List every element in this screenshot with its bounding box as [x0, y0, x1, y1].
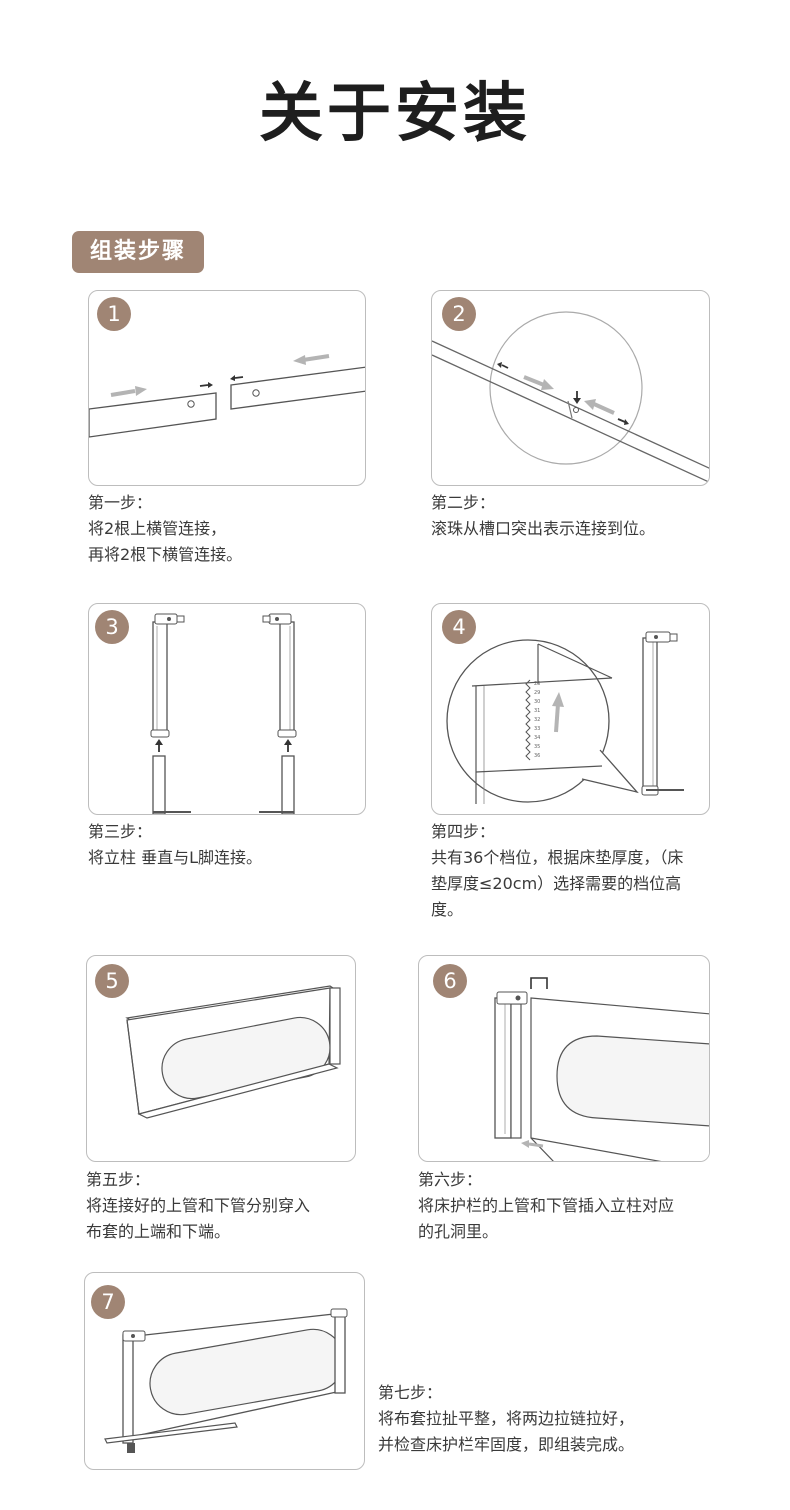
arrow-up-icon: [552, 692, 564, 733]
step-5-cover-diagram: [125, 985, 341, 1119]
arrow-right-icon: [110, 386, 147, 397]
scale-tick-label: 36: [534, 753, 540, 759]
left-post: [150, 613, 191, 814]
small-arrow-left-icon: [230, 375, 244, 381]
arrow-up-icon: [155, 739, 163, 752]
step-3-post-diagram: [150, 613, 297, 814]
step-2-line-1: 滚珠从槽口突出表示连接到位。: [431, 519, 656, 538]
step-6-number: 6: [433, 964, 467, 998]
step-5-line-1: 将连接好的上管和下管分别穿入: [86, 1196, 311, 1215]
step-6-line-1: 将床护栏的上管和下管插入立柱对应: [418, 1196, 675, 1215]
step-6-line-2: 的孔洞里。: [418, 1222, 499, 1241]
step-2-heading: 第二步：: [431, 493, 496, 512]
step-7-finished-rail-diagram: [104, 1308, 348, 1453]
step-7-line-1: 将布套拉扯平整，将两边拉链拉好，: [378, 1409, 635, 1428]
step-7-heading: 第七步：: [378, 1383, 443, 1402]
side-post: [641, 631, 684, 796]
arrow-left-icon: [293, 354, 330, 365]
scale-tick-label: 32: [534, 717, 540, 723]
arrow-right-icon: [523, 375, 554, 390]
arrow-left-icon: [521, 1140, 544, 1148]
scale-tick-label: 29: [534, 690, 540, 696]
section-label-badge: 组装步骤: [72, 231, 204, 273]
step-6-illustration: 6: [418, 955, 710, 1162]
step-3-line-1: 将立柱 垂直与L脚连接。: [88, 848, 263, 867]
step-3-illustration: 3: [88, 603, 366, 815]
small-arrow-right-icon: [617, 418, 629, 425]
step-1-line-2: 再将2根下横管连接。: [88, 545, 243, 564]
page-title: 关于安装: [259, 77, 531, 151]
step-6-heading: 第六步：: [418, 1170, 483, 1189]
arrow-down-icon: [573, 391, 581, 404]
small-arrow-left-icon: [497, 362, 509, 369]
step-4-height-diagram: 28 29 30 31 32 33 34 35 36: [446, 631, 684, 804]
step-6-caption: 第六步： 将床护栏的上管和下管插入立柱对应 的孔洞里。: [418, 1167, 674, 1245]
step-1-caption: 第一步： 将2根上横管连接， 再将2根下横管连接。: [88, 490, 242, 568]
step-3-caption: 第三步： 将立柱 垂直与L脚连接。: [88, 819, 262, 871]
step-2-zoom-diagram: [432, 311, 709, 483]
step-4-line-2: 垫厚度≤20cm）选择需要的档位高: [431, 874, 682, 893]
scale-tick-label: 28: [534, 681, 540, 687]
scale-tick-label: 30: [534, 699, 540, 705]
step-4-illustration: 4 28 29 30 31 32 33 34 35 36: [431, 603, 710, 815]
scale-tick-label: 34: [534, 735, 540, 741]
height-scale-ticks: 28 29 30 31 32 33 34 35 36: [534, 681, 540, 759]
step-1-illustration: 1: [88, 290, 366, 486]
step-2-illustration: 2: [431, 290, 710, 486]
step-5-line-2: 布套的上端和下端。: [86, 1222, 231, 1241]
small-arrow-right-icon: [199, 382, 213, 388]
arrow-up-icon: [284, 739, 292, 752]
step-7-illustration: 7: [84, 1272, 365, 1470]
step-3-number: 3: [95, 610, 129, 644]
step-1-heading: 第一步：: [88, 493, 153, 512]
step-1-line-1: 将2根上横管连接，: [88, 519, 227, 538]
step-5-number: 5: [95, 964, 129, 998]
step-5-illustration: 5: [86, 955, 356, 1162]
step-1-tube-diagram: [89, 354, 365, 438]
step-4-heading: 第四步：: [431, 822, 496, 841]
step-4-line-3: 度。: [431, 900, 464, 919]
step-7-caption: 第七步： 将布套拉扯平整，将两边拉链拉好， 并检查床护栏牢固度，即组装完成。: [378, 1380, 634, 1458]
scale-tick-label: 33: [534, 726, 540, 732]
step-6-insert-diagram: [494, 977, 709, 1161]
step-2-caption: 第二步： 滚珠从槽口突出表示连接到位。: [431, 490, 655, 542]
step-2-number: 2: [442, 297, 476, 331]
scale-tick-label: 31: [534, 708, 540, 714]
step-3-heading: 第三步：: [88, 822, 153, 841]
step-4-caption: 第四步： 共有36个档位，根据床垫厚度，（床 垫厚度≤20cm）选择需要的档位高…: [431, 819, 683, 923]
step-5-caption: 第五步： 将连接好的上管和下管分别穿入 布套的上端和下端。: [86, 1167, 310, 1245]
step-4-line-1: 共有36个档位，根据床垫厚度，（床: [431, 848, 684, 867]
step-7-number: 7: [91, 1285, 125, 1319]
step-7-line-2: 并检查床护栏牢固度，即组装完成。: [378, 1435, 635, 1454]
scale-tick-label: 35: [534, 744, 540, 750]
right-post: [259, 613, 297, 814]
step-1-number: 1: [97, 297, 131, 331]
arrow-left-icon: [584, 399, 615, 415]
step-4-number: 4: [442, 610, 476, 644]
step-5-heading: 第五步：: [86, 1170, 151, 1189]
